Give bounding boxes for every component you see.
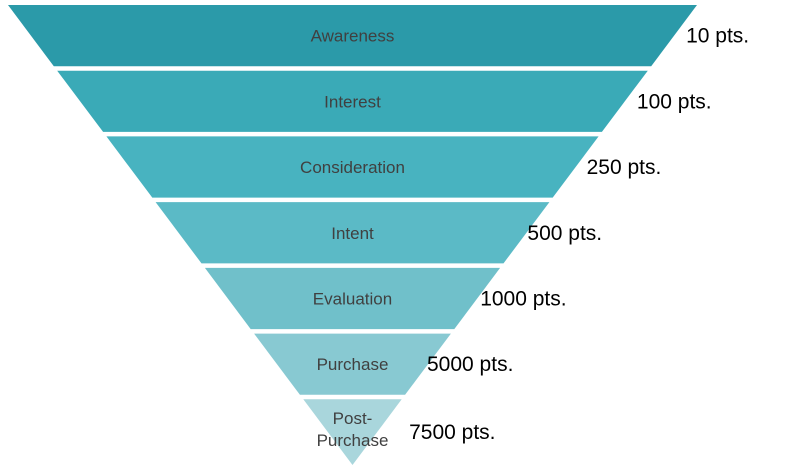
stage-label-line: Awareness (311, 27, 395, 46)
funnel-stage-purchase (254, 333, 451, 395)
stage-value-label: 10 pts. (686, 25, 749, 48)
stage-value-label: 5000 pts. (427, 353, 513, 376)
stage-label-line: Intent (331, 224, 374, 243)
stage-label: Intent (331, 224, 374, 243)
stage-value-label: 1000 pts. (480, 288, 566, 311)
stage-label-line: Post- (333, 409, 373, 428)
stage-label: Evaluation (313, 290, 392, 309)
funnel-stage-intent (155, 202, 550, 264)
stage-label-line: Purchase (317, 431, 389, 450)
funnel-stage-consideration (106, 136, 599, 198)
stage-label: Awareness (311, 27, 395, 46)
stage-label-line: Evaluation (313, 290, 392, 309)
stage-label: Purchase (317, 355, 389, 374)
stage-label: Interest (324, 92, 381, 111)
funnel-stage-awareness (8, 5, 697, 67)
stage-value-label: 7500 pts. (409, 421, 495, 444)
funnel-stage-post-purchase (303, 399, 402, 465)
stage-value-label: 250 pts. (587, 156, 662, 179)
funnel-stage-interest (57, 70, 648, 132)
stage-label: Post- Purchase (317, 409, 389, 450)
stage-label-line: Consideration (300, 158, 405, 177)
funnel-stage-evaluation (204, 267, 501, 330)
stage-label-line: Purchase (317, 355, 389, 374)
stage-value-label: 500 pts. (527, 222, 602, 245)
stage-label: Consideration (300, 158, 405, 177)
stage-value-label: 100 pts. (637, 90, 712, 113)
stage-label-line: Interest (324, 92, 381, 111)
